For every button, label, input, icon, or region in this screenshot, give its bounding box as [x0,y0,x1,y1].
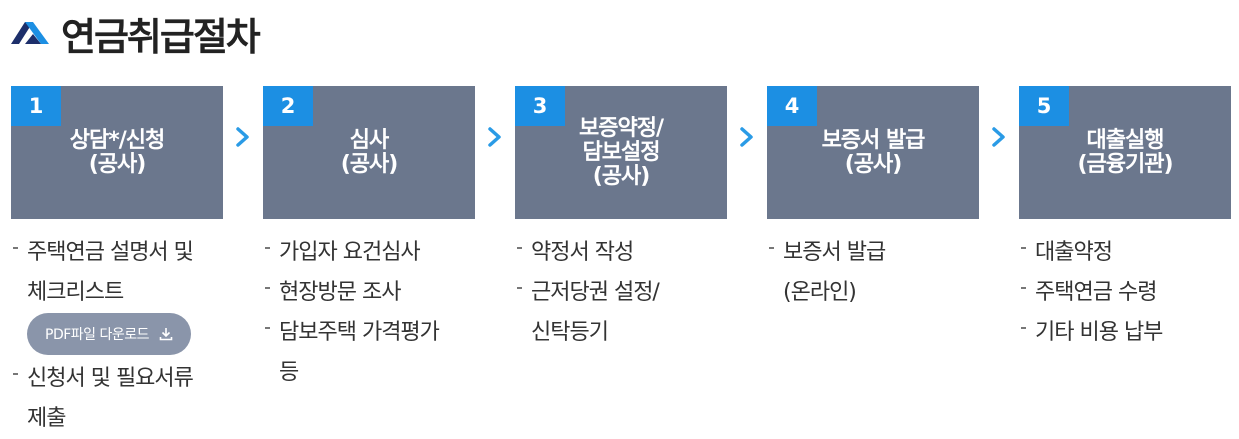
step-box: 2 심사 (공사) [263,86,475,219]
list-item: 담보주택 가격평가 등 [263,313,475,393]
logo-icon [11,22,49,44]
list-item: 대출약정 [1019,233,1231,273]
task-list: 약정서 작성 근저당권 설정/ 신탁등기 [515,233,727,353]
task-list: 보증서 발급 [767,233,979,273]
step-1: 1 상담*/신청 (공사) 주택연금 설명서 및 체크리스트 PDF파일 다운로… [11,86,223,439]
list-item: 기타 비용 납부 [1019,313,1231,353]
task-list-2: 신청서 및 필요서류 제출 [11,359,223,439]
item-continuation: (온라인) [783,280,857,305]
item-text: 기타 비용 납부 [1035,320,1163,345]
step-box: 5 대출실행 (금융기관) [1019,86,1231,219]
step-number: 3 [515,86,565,126]
pdf-download-label: PDF파일 다운로드 [45,327,150,343]
item-text: 주택연금 수령 [1035,280,1157,305]
page-title: 연금취급절차 [61,14,261,59]
step-5: 5 대출실행 (금융기관) 대출약정 주택연금 수령 기타 비용 납부 [1019,86,1231,353]
step-3: 3 보증약정/ 담보설정 (공사) 약정서 작성 근저당권 설정/ 신탁등기 [515,86,727,353]
pdf-download-button[interactable]: PDF파일 다운로드 [27,313,192,355]
chevron-right-icon [236,127,249,147]
list-item: 근저당권 설정/ 신탁등기 [515,273,727,353]
chevron-right-icon [488,127,501,147]
step-title: 보증약정/ 담보설정 (공사) [579,115,664,189]
step-title: 보증서 발급 (공사) [821,127,926,177]
list-item: 약정서 작성 [515,233,727,273]
item-text: 현장방문 조사 [279,280,401,305]
chevron-right-icon [740,127,753,147]
item-text: 약정서 작성 [531,240,634,265]
item-text: 대출약정 [1035,240,1113,265]
chevron-right-icon [992,127,1005,147]
step-box: 3 보증약정/ 담보설정 (공사) [515,86,727,219]
page-header: 연금취급절차 [11,8,261,59]
step-4: 4 보증서 발급 (공사) 보증서 발급 (온라인) [767,86,979,313]
step-number: 5 [1019,86,1069,126]
task-list: 가입자 요건심사 현장방문 조사 담보주택 가격평가 등 [263,233,475,393]
list-item: 보증서 발급 [767,233,979,273]
step-number: 1 [11,86,61,126]
item-text: 담보주택 가격평가 등 [279,320,440,385]
procedure-steps: 1 상담*/신청 (공사) 주택연금 설명서 및 체크리스트 PDF파일 다운로… [11,86,1231,434]
task-list: 대출약정 주택연금 수령 기타 비용 납부 [1019,233,1231,353]
item-text: 근저당권 설정/ 신탁등기 [531,280,660,345]
step-box: 1 상담*/신청 (공사) [11,86,223,219]
step-number: 4 [767,86,817,126]
list-item: 주택연금 수령 [1019,273,1231,313]
item-text: 가입자 요건심사 [279,240,421,265]
item-text: 신청서 및 필요서류 제출 [27,366,194,431]
step-box: 4 보증서 발급 (공사) [767,86,979,219]
task-list: 주택연금 설명서 및 체크리스트 [11,233,223,313]
list-item: 가입자 요건심사 [263,233,475,273]
step-number: 2 [263,86,313,126]
step-title: 대출실행 (금융기관) [1077,127,1173,177]
step-2: 2 심사 (공사) 가입자 요건심사 현장방문 조사 담보주택 가격평가 등 [263,86,475,393]
list-item: 신청서 및 필요서류 제출 [11,359,223,439]
step-title: 상담*/신청 (공사) [69,127,166,177]
download-icon [159,328,173,341]
item-text: 보증서 발급 [783,240,886,265]
item-text: 주택연금 설명서 및 체크리스트 [27,240,194,305]
step-title: 심사 (공사) [340,127,399,177]
list-item: 현장방문 조사 [263,273,475,313]
list-item: 주택연금 설명서 및 체크리스트 [11,233,223,313]
